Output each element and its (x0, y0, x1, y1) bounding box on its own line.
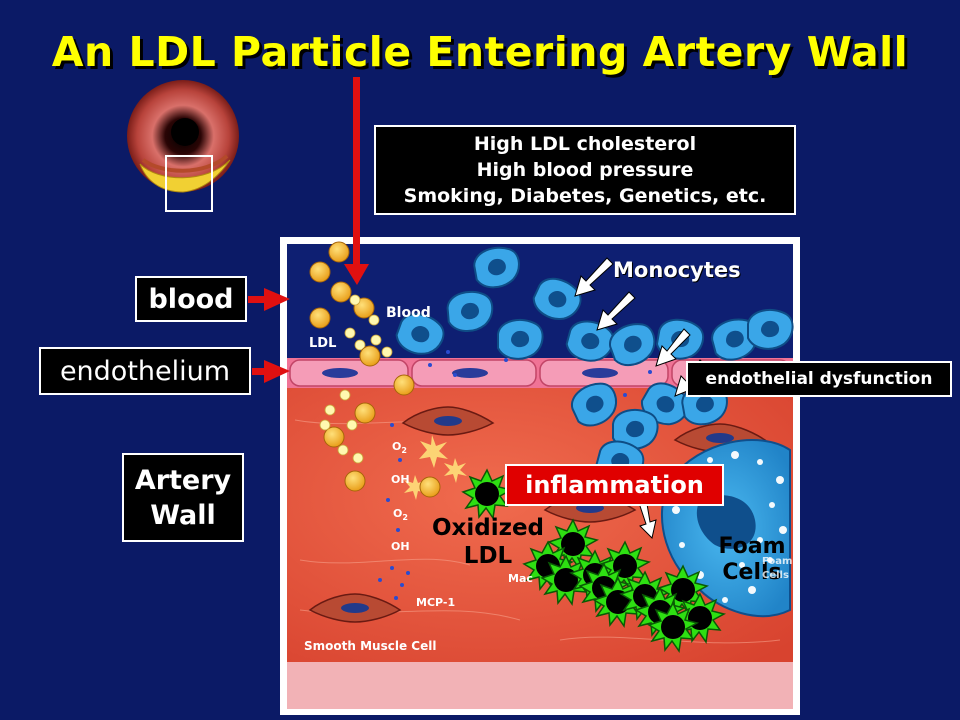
artery-wall-line: Artery (134, 464, 232, 496)
o2-text: O (393, 507, 403, 520)
oh-label: OH (391, 540, 410, 553)
mcp1-label: MCP-1 (416, 596, 456, 609)
blood-region-label: Blood (386, 305, 431, 321)
artery-wall-label: Artery Wall (122, 453, 244, 542)
oxidized-ldl-line: LDL (463, 543, 513, 569)
cells-partial-label: Cells (762, 570, 789, 581)
oh-label: OH (391, 473, 410, 486)
artery-wall-line: Wall (150, 499, 216, 531)
foam-cells-line: Foam (718, 534, 786, 559)
macrophage-partial-label: Mac (508, 572, 533, 585)
o2-text: O (392, 440, 402, 453)
blood-label: blood (135, 276, 247, 322)
inflammation-label: inflammation (505, 464, 724, 506)
oxidized-ldl-label: Oxidized LDL (428, 514, 548, 570)
o2-label: O2 (393, 507, 408, 522)
o2-label: O2 (392, 440, 407, 455)
red-arrow-icon (248, 77, 369, 383)
risk-factor: High LDL cholesterol (473, 133, 697, 155)
foam-partial-label: Foam (762, 556, 793, 567)
diagram-panel (248, 77, 800, 715)
risk-factor: High blood pressure (476, 159, 694, 181)
endothelial-dysfunction-label: endothelial dysfunction (686, 361, 952, 397)
artery-cross-section-icon (127, 80, 239, 212)
o2-subscript: 2 (401, 446, 407, 456)
risk-factor: Smoking, Diabetes, Genetics, etc. (403, 185, 767, 207)
smooth-muscle-cell-label: Smooth Muscle Cell (304, 639, 437, 653)
foam-cells-line: Cells (722, 560, 782, 585)
endothelium-label: endothelium (39, 347, 251, 395)
slide-title: An LDL Particle Entering Artery Wall (51, 28, 909, 76)
o2-subscript: 2 (402, 513, 408, 523)
oxidized-ldl-line: Oxidized (431, 515, 545, 541)
monocytes-label: Monocytes (613, 258, 741, 282)
ldl-region-label: LDL (309, 336, 337, 351)
foam-cells-label: Foam Cells (712, 534, 792, 586)
risk-factors-box: High LDL cholesterol High blood pressure… (374, 125, 796, 215)
